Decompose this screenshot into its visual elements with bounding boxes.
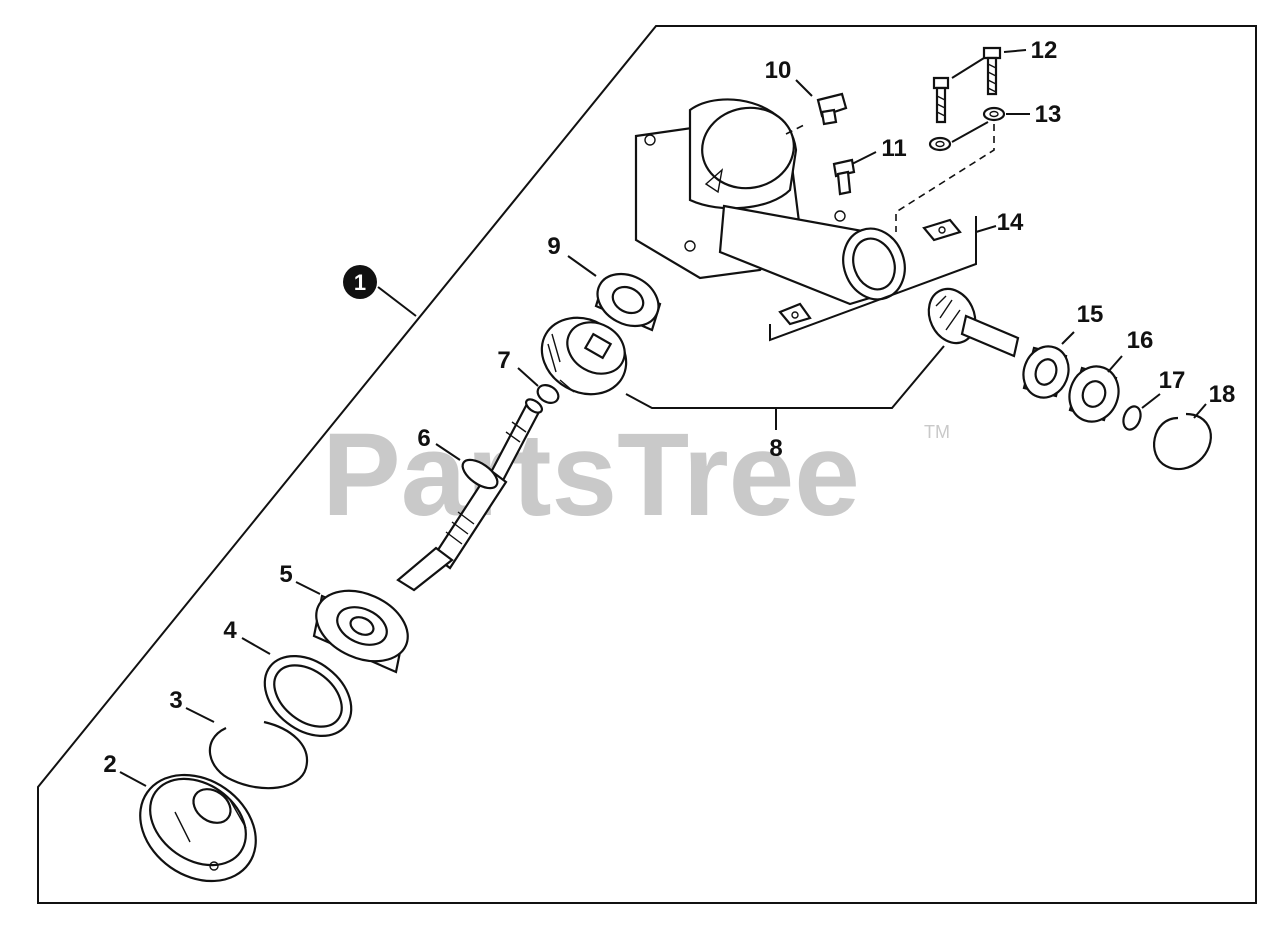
callout-12: 12 — [1031, 37, 1058, 64]
callout-1: 1 — [354, 270, 366, 295]
assembly-callout-badge — [343, 265, 377, 299]
assembly-frame — [37, 25, 1257, 904]
part-3-circlip[interactable] — [208, 720, 309, 790]
part-17-circlip[interactable] — [1120, 404, 1143, 432]
part-9-bearing[interactable] — [588, 264, 667, 336]
part-11-bolt[interactable] — [832, 158, 856, 196]
part-2-cup[interactable] — [120, 753, 277, 903]
callout-8: 8 — [769, 435, 782, 462]
callout-2: 2 — [103, 751, 116, 778]
part-12-bolts[interactable] — [932, 46, 1002, 124]
part-6-shaft[interactable] — [396, 397, 544, 592]
part-4-washer[interactable] — [249, 640, 367, 753]
part-18-circlip[interactable] — [1153, 412, 1212, 471]
callout-18: 18 — [1209, 381, 1236, 408]
part-15-bearing[interactable] — [1016, 340, 1075, 404]
part-10-bolt[interactable] — [816, 92, 848, 126]
callout-6: 6 — [417, 425, 430, 452]
part-8-pinion[interactable] — [920, 281, 1020, 358]
part-8-bevel-gear[interactable] — [528, 303, 640, 409]
callout-7: 7 — [497, 347, 510, 374]
callout-3: 3 — [169, 687, 182, 714]
callout-13: 13 — [1035, 101, 1062, 128]
callout-labels: 1 2 3 4 5 6 7 8 9 10 11 12 13 14 15 16 1… — [103, 37, 1235, 778]
callout-5: 5 — [279, 561, 292, 588]
watermark-trademark: TM — [924, 422, 950, 442]
callout-17: 17 — [1159, 367, 1186, 394]
callout-9: 9 — [547, 233, 560, 260]
callout-4: 4 — [223, 617, 237, 644]
callout-11: 11 — [881, 135, 906, 162]
callout-15: 15 — [1077, 301, 1104, 328]
leader-lines — [119, 49, 1207, 787]
part-13-washers[interactable] — [928, 106, 1006, 152]
callout-10: 10 — [765, 57, 792, 84]
callout-14: 14 — [997, 209, 1024, 236]
callout-16: 16 — [1127, 327, 1154, 354]
part-14-clamp-plates[interactable] — [778, 218, 962, 326]
gear-housing[interactable] — [634, 98, 915, 308]
watermark-text: PartsTree — [322, 409, 860, 541]
part-16-bearing[interactable] — [1062, 359, 1126, 428]
part-7-circlip[interactable] — [534, 382, 561, 407]
part-5-bearing[interactable] — [305, 577, 419, 675]
